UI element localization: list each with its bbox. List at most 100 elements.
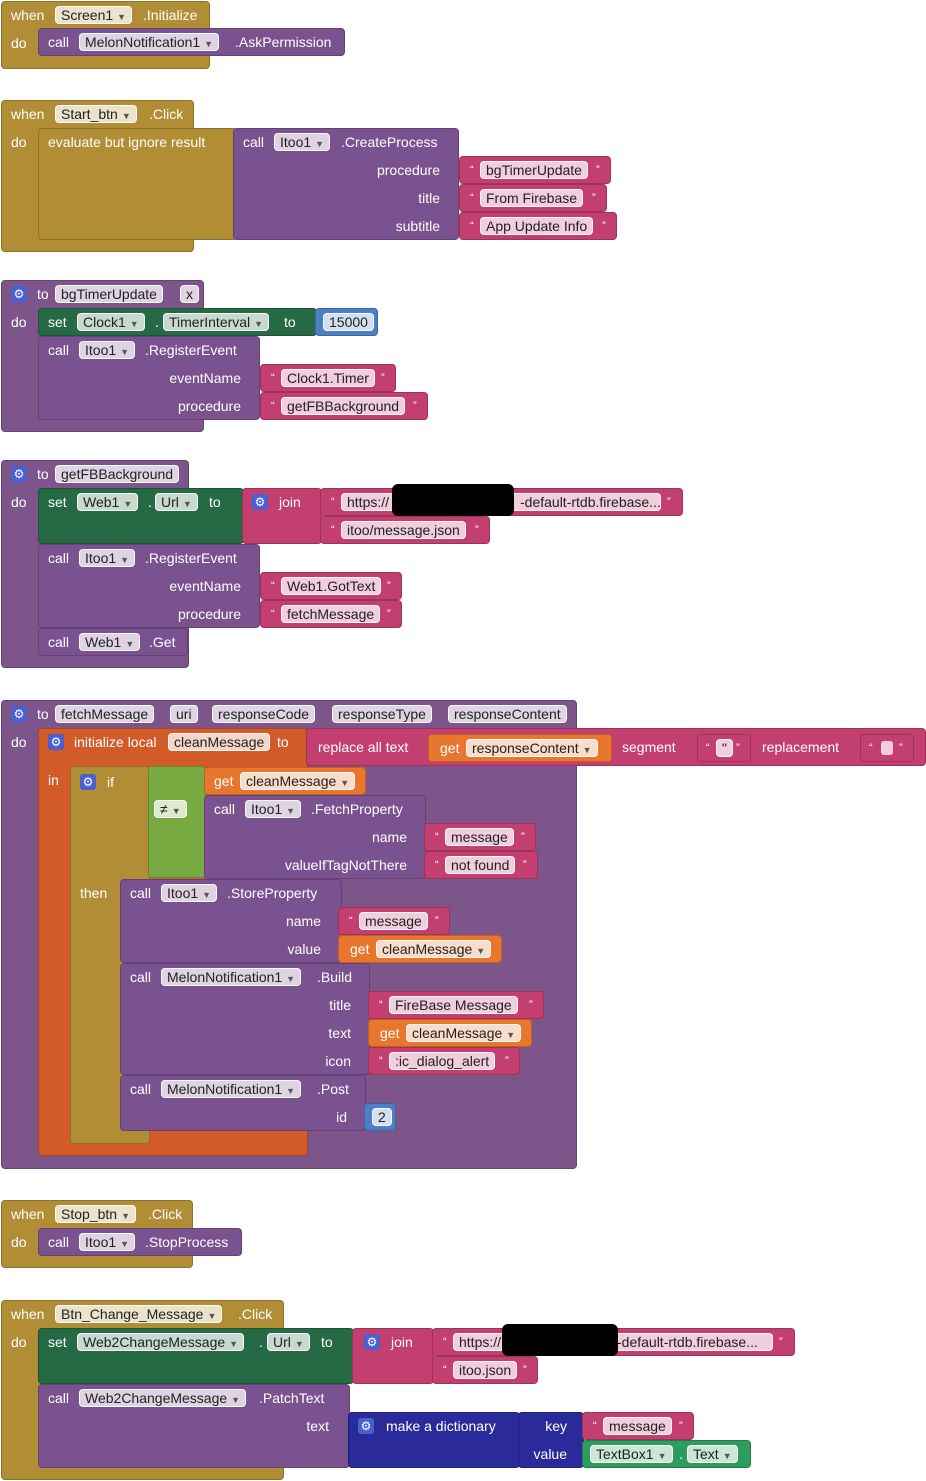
gear-icon[interactable]: ⚙: [11, 706, 27, 722]
join-block[interactable]: ⚙ join: [352, 1328, 434, 1384]
call-block-createprocess[interactable]: call Itoo1▼ .CreateProcess procedure tit…: [233, 128, 459, 240]
join-block[interactable]: ⚙ join: [242, 488, 322, 544]
component-dropdown[interactable]: Web1▼: [79, 633, 141, 651]
component-dropdown[interactable]: TextBox1▼: [590, 1445, 673, 1463]
operator-dropdown[interactable]: ≠▼: [154, 800, 187, 818]
component-dropdown[interactable]: Screen1▼: [55, 6, 133, 24]
call-block-web1-get[interactable]: call Web1▼ .Get: [38, 628, 188, 656]
call-block-post[interactable]: call MelonNotification1▼ .Post id: [120, 1075, 366, 1131]
text-block[interactable]: “ Clock1.Timer ”: [260, 364, 396, 392]
gear-icon[interactable]: ⚙: [11, 286, 27, 302]
text-block[interactable]: “ itoo/message.json ”: [320, 516, 490, 544]
variable-dropdown[interactable]: cleanMessage▼: [406, 1024, 522, 1042]
compare-block[interactable]: ≠▼: [148, 766, 206, 878]
text-block[interactable]: “ message ”: [338, 907, 450, 935]
text-value[interactable]: FireBase Message: [389, 996, 518, 1014]
procedure-name-field[interactable]: getFBBackground: [55, 465, 180, 483]
component-dropdown[interactable]: Clock1▼: [77, 313, 145, 331]
call-block-storeproperty[interactable]: call Itoo1▼ .StoreProperty name value: [120, 879, 342, 963]
component-dropdown[interactable]: Web1▼: [77, 493, 139, 511]
component-dropdown[interactable]: Itoo1▼: [79, 1233, 136, 1251]
call-block-patchtext[interactable]: call Web2ChangeMessage▼ .PatchText text: [38, 1384, 350, 1468]
get-block[interactable]: get cleanMessage▼: [338, 935, 502, 963]
component-dropdown[interactable]: Stop_btn▼: [55, 1205, 136, 1223]
get-block[interactable]: get cleanMessage▼: [204, 767, 366, 795]
property-dropdown[interactable]: Url▼: [155, 493, 198, 511]
text-block[interactable]: “ message ”: [424, 823, 536, 851]
number-block[interactable]: 15000: [315, 308, 378, 336]
param-field[interactable]: uri: [170, 705, 198, 723]
component-dropdown[interactable]: Itoo1▼: [79, 549, 136, 567]
gear-icon[interactable]: ⚙: [252, 494, 268, 510]
text-block[interactable]: “ From Firebase ”: [459, 184, 607, 212]
gear-icon[interactable]: ⚙: [48, 734, 64, 750]
component-dropdown[interactable]: Start_btn▼: [55, 105, 137, 123]
gear-icon[interactable]: ⚙: [358, 1418, 374, 1434]
text-value[interactable]: bgTimerUpdate: [480, 161, 588, 179]
variable-dropdown[interactable]: cleanMessage▼: [376, 940, 492, 958]
text-value[interactable]: itoo.json: [453, 1361, 518, 1379]
get-block[interactable]: get cleanMessage▼: [368, 1019, 532, 1047]
param-field[interactable]: x: [180, 285, 199, 303]
set-block-timerinterval[interactable]: set Clock1▼ . TimerInterval▼ to: [38, 308, 317, 336]
component-dropdown[interactable]: Web2ChangeMessage▼: [77, 1333, 245, 1351]
text-block[interactable]: “ bgTimerUpdate ”: [459, 156, 611, 184]
textbox-getter-block[interactable]: TextBox1▼ . Text▼: [582, 1440, 751, 1468]
gear-icon[interactable]: ⚙: [80, 774, 96, 790]
call-block-askpermission[interactable]: call MelonNotification1▼ .AskPermission: [38, 28, 345, 56]
call-block-build[interactable]: call MelonNotification1▼ .Build title te…: [120, 963, 370, 1075]
number-value[interactable]: 15000: [323, 313, 374, 331]
text-block-segment[interactable]: “ " ”: [697, 734, 751, 762]
component-dropdown[interactable]: MelonNotification1▼: [79, 33, 220, 51]
pair-block[interactable]: key value: [518, 1412, 584, 1468]
property-dropdown[interactable]: TimerInterval▼: [163, 313, 270, 331]
variable-dropdown[interactable]: cleanMessage▼: [240, 772, 356, 790]
number-block[interactable]: 2: [364, 1103, 396, 1131]
text-value[interactable]: Clock1.Timer: [281, 369, 375, 387]
text-block[interactable]: “ App Update Info ”: [459, 212, 617, 240]
set-block-web2-url[interactable]: set Web2ChangeMessage▼ . Url▼ to: [38, 1328, 354, 1384]
text-value[interactable]: message: [603, 1417, 672, 1435]
component-dropdown[interactable]: Itoo1▼: [161, 884, 218, 902]
component-dropdown[interactable]: Itoo1▼: [79, 341, 136, 359]
param-field[interactable]: responseType: [332, 705, 432, 723]
property-dropdown[interactable]: Text▼: [687, 1445, 738, 1463]
replace-all-block[interactable]: replace all text segment replacement: [306, 728, 926, 766]
gear-icon[interactable]: ⚙: [364, 1334, 380, 1350]
text-value[interactable]: getFBBackground: [281, 397, 406, 415]
get-block[interactable]: get responseContent▼: [428, 734, 612, 762]
procedure-name-field[interactable]: fetchMessage: [55, 705, 155, 723]
variable-name-field[interactable]: cleanMessage: [168, 733, 271, 751]
make-dictionary-block[interactable]: ⚙ make a dictionary: [348, 1412, 520, 1468]
text-block-empty[interactable]: “ ”: [860, 734, 914, 762]
text-value[interactable]: Web1.GotText: [281, 577, 382, 595]
text-block[interactable]: “ itoo.json ”: [432, 1356, 538, 1384]
variable-dropdown[interactable]: responseContent▼: [466, 739, 598, 757]
text-block[interactable]: “ :ic_dialog_alert ”: [368, 1047, 520, 1075]
gear-icon[interactable]: ⚙: [11, 466, 27, 482]
call-block-registerevent[interactable]: call Itoo1▼ .RegisterEvent eventName pro…: [38, 544, 260, 628]
text-value[interactable]: From Firebase: [480, 189, 584, 207]
text-value[interactable]: :ic_dialog_alert: [389, 1052, 496, 1070]
text-block[interactable]: “ Web1.GotText ”: [260, 572, 402, 600]
text-value[interactable]: not found: [445, 856, 516, 874]
set-block-web1-url[interactable]: set Web1▼ . Url▼ to: [38, 488, 244, 544]
call-block-registerevent[interactable]: call Itoo1▼ .RegisterEvent eventName pro…: [38, 336, 260, 420]
text-value[interactable]: message: [359, 912, 428, 930]
component-dropdown[interactable]: MelonNotification1▼: [161, 968, 302, 986]
text-block[interactable]: “ getFBBackground ”: [260, 392, 428, 420]
text-block[interactable]: “ FireBase Message ”: [368, 991, 544, 1019]
call-block-stopprocess[interactable]: call Itoo1▼ .StopProcess: [38, 1228, 242, 1256]
call-block-fetchproperty[interactable]: call Itoo1▼ .FetchProperty name valueIfT…: [204, 795, 426, 879]
component-dropdown[interactable]: Itoo1▼: [274, 133, 331, 151]
property-dropdown[interactable]: Url▼: [267, 1333, 310, 1351]
text-block[interactable]: “ message ”: [582, 1412, 694, 1440]
param-field[interactable]: responseCode: [212, 705, 316, 723]
text-value[interactable]: message: [445, 828, 514, 846]
text-block[interactable]: “ not found ”: [424, 851, 538, 879]
component-dropdown[interactable]: Btn_Change_Message▼: [55, 1305, 223, 1323]
component-dropdown[interactable]: Itoo1▼: [245, 800, 302, 818]
number-value[interactable]: 2: [372, 1108, 392, 1126]
procedure-name-field[interactable]: bgTimerUpdate: [55, 285, 163, 303]
empty-text-value[interactable]: [881, 741, 893, 755]
